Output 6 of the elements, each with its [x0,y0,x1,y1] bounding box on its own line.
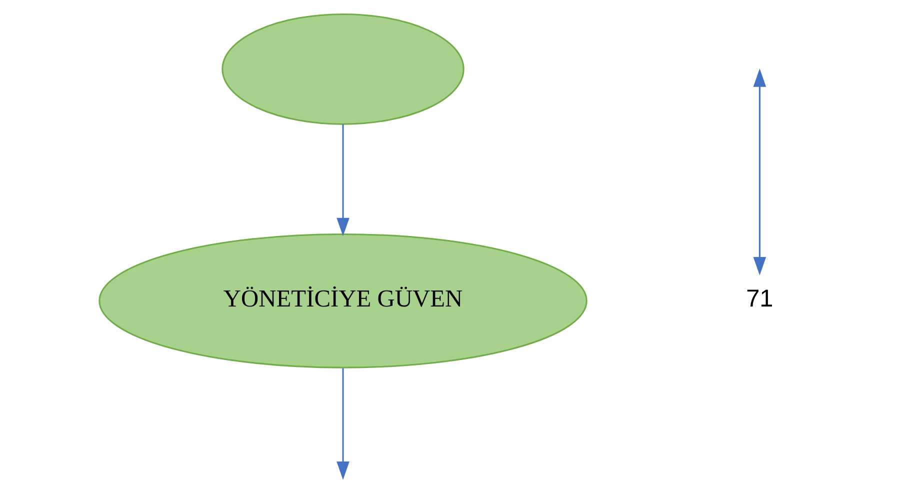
arrow [336,368,350,480]
node-ellipse [222,13,464,125]
arrow [336,124,350,236]
node-ellipse: YÖNETİCİYE GÜVEN [98,233,588,368]
node-text: 71 [746,286,774,313]
arrow [753,68,766,276]
